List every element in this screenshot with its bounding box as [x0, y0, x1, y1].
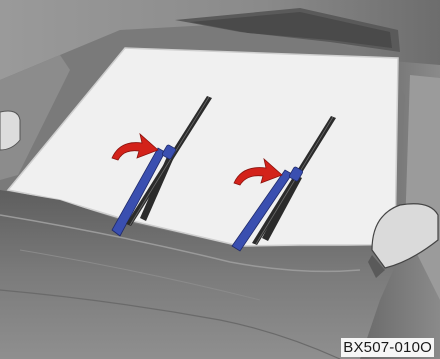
- figure-code: BX507-010O: [341, 338, 434, 357]
